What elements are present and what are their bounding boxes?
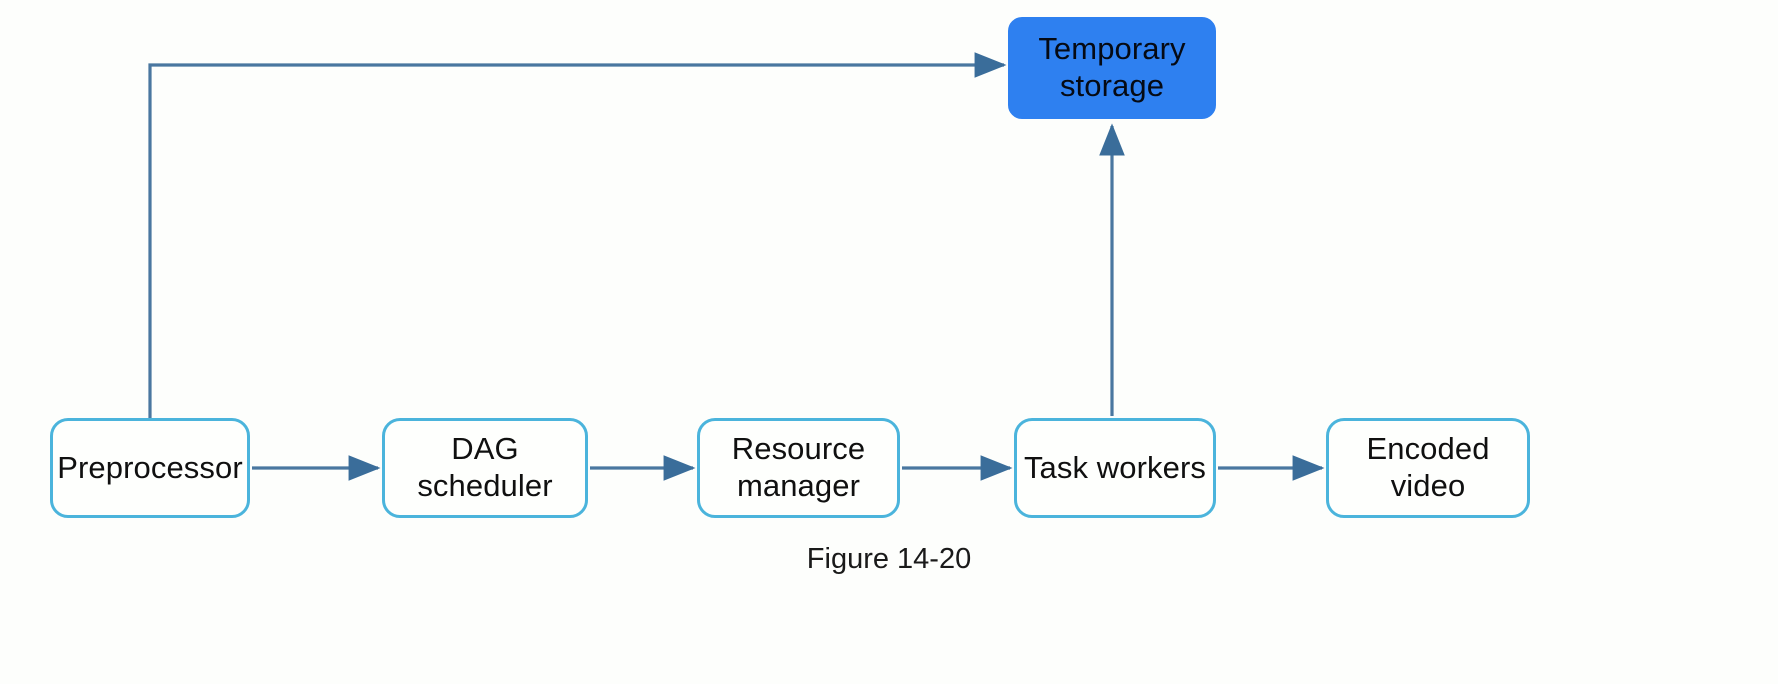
node-task-workers-label: Task workers bbox=[1023, 449, 1207, 485]
node-dag-scheduler-label: DAG scheduler bbox=[417, 431, 553, 503]
node-preprocessor[interactable]: Preprocessor bbox=[50, 418, 250, 518]
node-dag-scheduler[interactable]: DAG scheduler bbox=[382, 418, 588, 518]
node-task-workers[interactable]: Task workers bbox=[1014, 418, 1216, 518]
node-resource-manager-label: Resource manager bbox=[731, 431, 866, 503]
node-temporary-storage-label: Temporary storage bbox=[1038, 31, 1186, 103]
node-encoded-video-label: Encoded video bbox=[1366, 431, 1490, 503]
figure-caption: Figure 14-20 bbox=[806, 543, 972, 575]
edge-preprocessor-to-temporary-storage bbox=[148, 52, 1007, 420]
node-encoded-video[interactable]: Encoded video bbox=[1326, 418, 1530, 518]
node-temporary-storage[interactable]: Temporary storage bbox=[1008, 17, 1216, 119]
node-preprocessor-label: Preprocessor bbox=[57, 449, 243, 485]
node-resource-manager[interactable]: Resource manager bbox=[697, 418, 900, 518]
